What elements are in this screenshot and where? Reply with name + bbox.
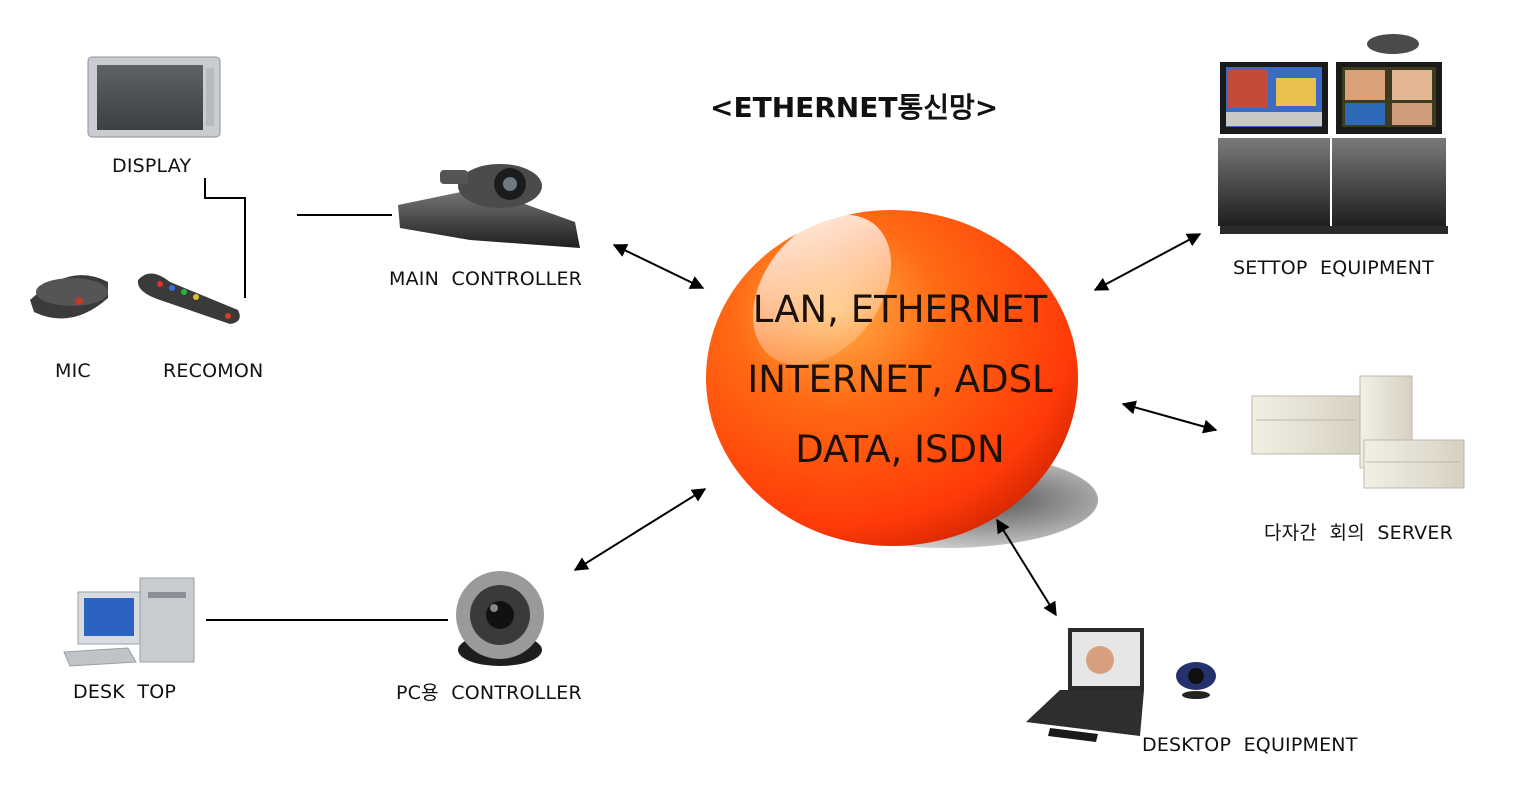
- mic-icon: [30, 275, 108, 319]
- server-icon: [1251, 375, 1465, 489]
- arrow-desktop-equipment: [996, 518, 1057, 617]
- label-pc-controller: PC용 CONTROLLER: [396, 682, 582, 704]
- hub-line-internet: INTERNET, ADSL: [747, 358, 1053, 401]
- display-tv-icon: [87, 56, 221, 138]
- label-desktop-equipment: DESKTOP EQUIPMENT: [1142, 734, 1358, 756]
- arrow-main-controller: [612, 244, 705, 289]
- label-main-controller: MAIN CONTROLLER: [389, 268, 583, 290]
- arrows: [573, 233, 1218, 617]
- desk-top-computer-icon: [63, 577, 195, 667]
- settop-equipment-icon: [1218, 34, 1448, 234]
- label-settop-equipment: SETTOP EQUIPMENT: [1233, 257, 1434, 279]
- arrow-pc-controller: [573, 488, 707, 571]
- arrow-server: [1121, 400, 1218, 434]
- hub-line-lan: LAN, ETHERNET: [752, 288, 1048, 331]
- hub-line-data: DATA, ISDN: [795, 428, 1005, 471]
- connection-lines: [204, 178, 448, 621]
- hub-highlight: [752, 214, 892, 366]
- arrow-settop: [1093, 233, 1202, 291]
- label-display: DISPLAY: [112, 155, 192, 177]
- remote-control-icon: [137, 273, 240, 324]
- label-desk-top: DESK TOP: [73, 681, 177, 703]
- label-mic: MIC: [55, 360, 91, 382]
- main-controller-icon: [398, 164, 580, 248]
- diagram-title: <ETHERNET통신망>: [710, 91, 999, 124]
- label-recomon: RECOMON: [163, 360, 264, 382]
- display-recomon-cable: [204, 178, 246, 298]
- desktop-equipment-laptop-icon: [1026, 628, 1216, 742]
- pc-controller-camera-icon: [456, 571, 544, 666]
- label-server: 다자간 회의 SERVER: [1264, 522, 1453, 544]
